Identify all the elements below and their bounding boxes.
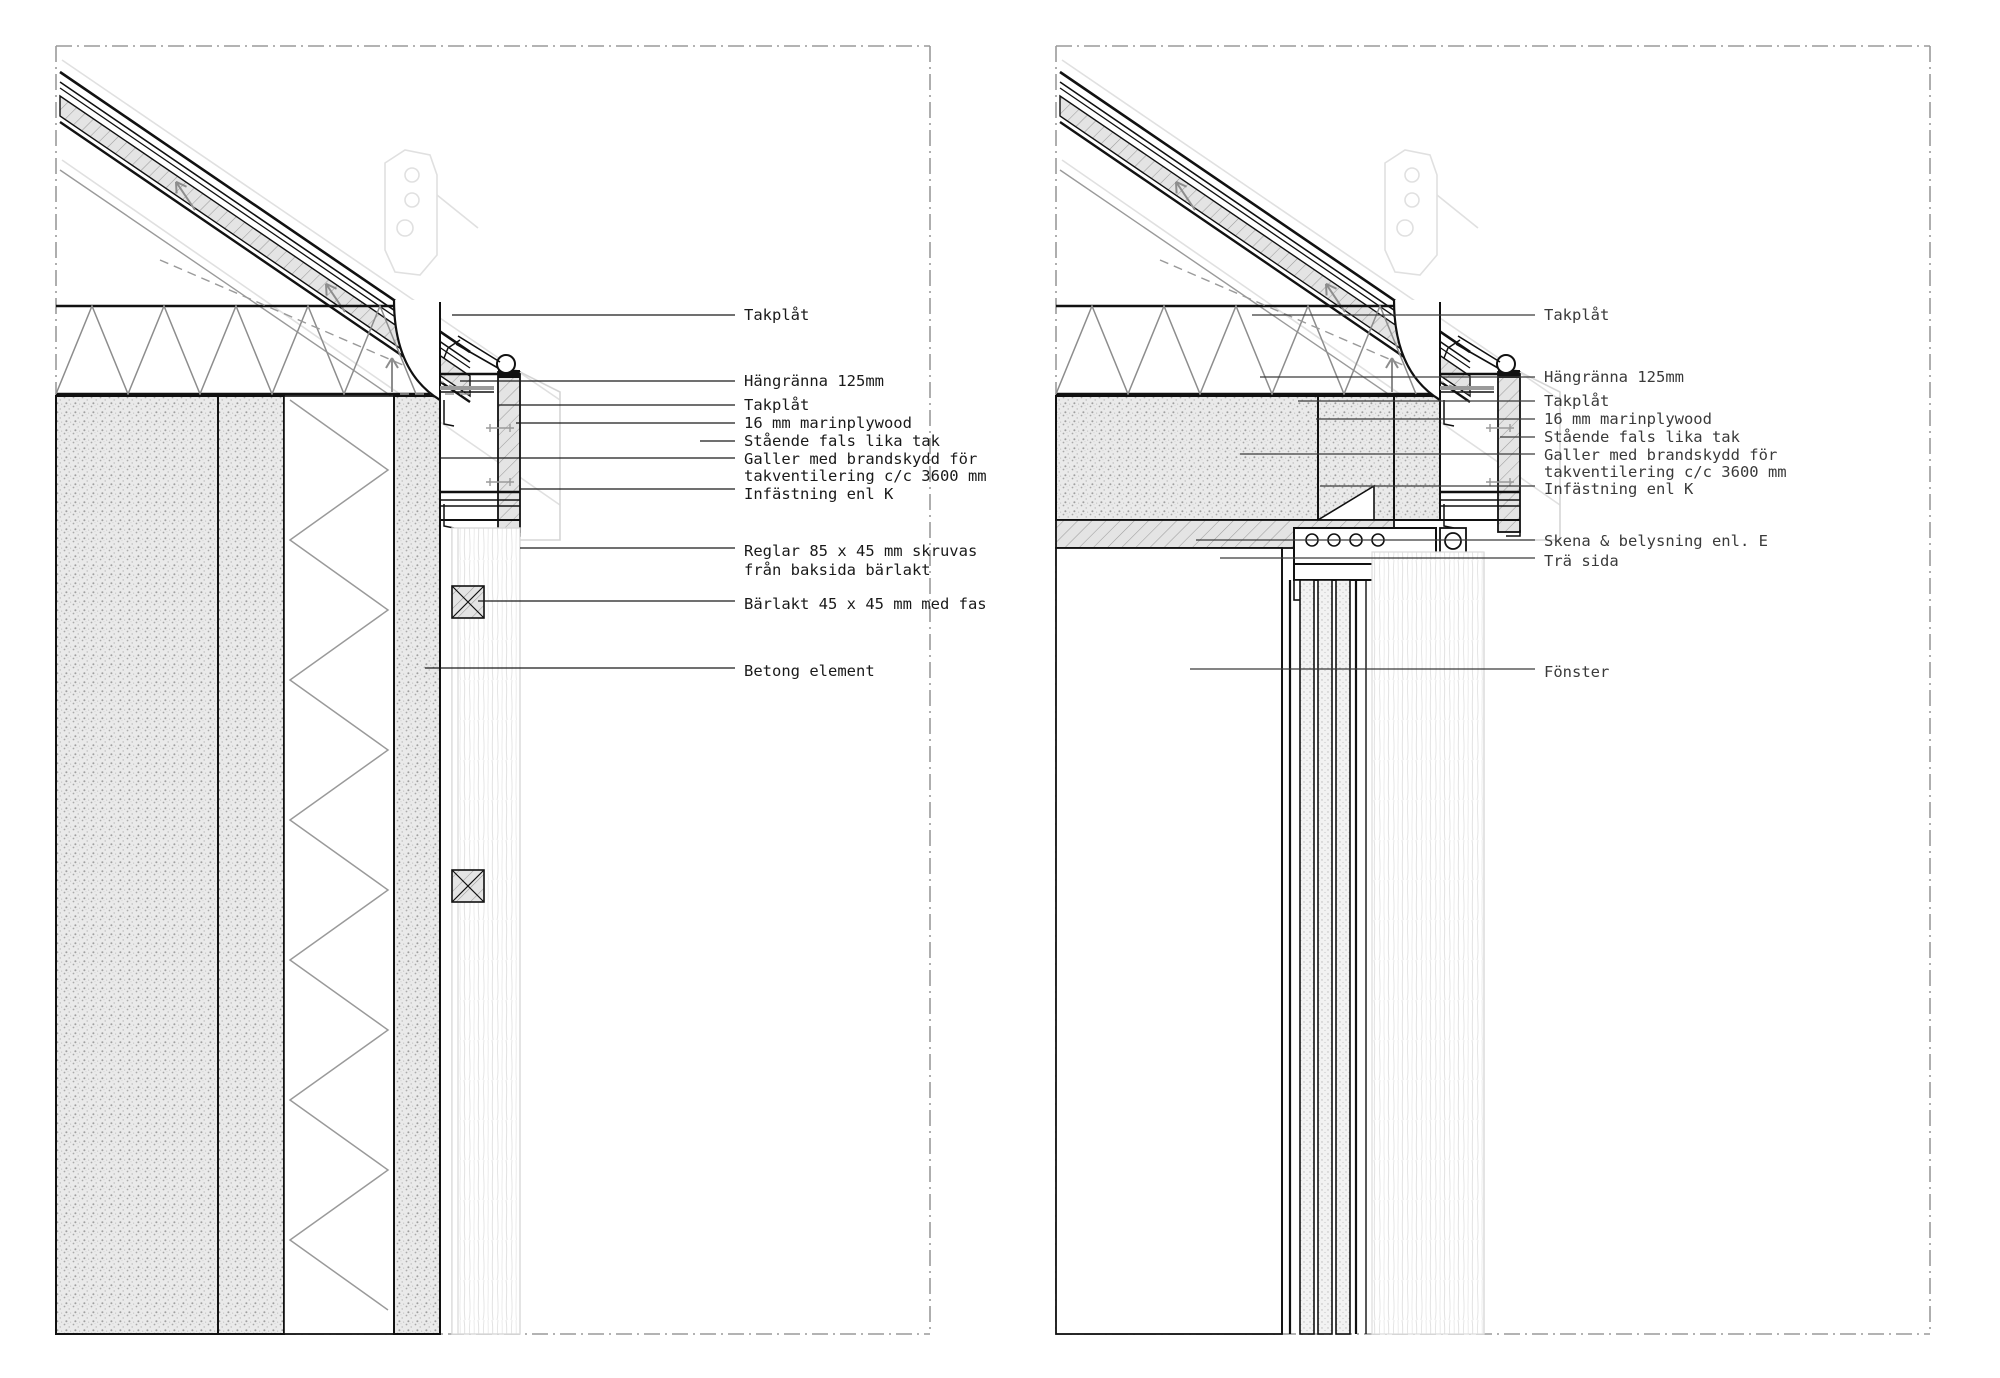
cladding-left bbox=[439, 527, 521, 1335]
label-galler-line2: takventilering c/c 3600 mm bbox=[744, 467, 987, 485]
panel-left bbox=[55, 45, 931, 1335]
eave-fascia-left bbox=[392, 299, 561, 541]
leader-lines-left bbox=[425, 314, 735, 669]
label-betong-element: Betong element bbox=[744, 662, 875, 680]
label-r-galler-line2: takventilering c/c 3600 mm bbox=[1544, 463, 1787, 481]
wall-below-right bbox=[1055, 547, 1283, 1335]
label-r-staende-fals: Stående fals lika tak bbox=[1544, 428, 1741, 446]
concrete-head-right bbox=[1055, 395, 1441, 549]
wood-cladding-right bbox=[1371, 551, 1485, 1335]
label-r-fonster: Fönster bbox=[1544, 663, 1609, 681]
label-r-skena: Skena & belysning enl. E bbox=[1544, 532, 1768, 550]
label-barlakt: Bärlakt 45 x 45 mm med fas bbox=[744, 595, 987, 613]
leader-lines-right bbox=[1190, 314, 1535, 670]
ghost-roof-right bbox=[1061, 59, 1561, 506]
ghost-roof-left bbox=[61, 59, 561, 506]
label-reglar-line1: Reglar 85 x 45 mm skruvas bbox=[744, 542, 977, 560]
ceiling-truss-right bbox=[1055, 259, 1471, 396]
panel-right bbox=[1055, 45, 1931, 1335]
labels-left: Takplåt Hängränna 125mm Takplåt 16 mm ma… bbox=[744, 306, 987, 680]
label-r-takplat-1: Takplåt bbox=[1544, 306, 1609, 324]
label-galler-line1: Galler med brandskydd för bbox=[744, 450, 977, 468]
label-marinplywood: 16 mm marinplywood bbox=[744, 414, 912, 432]
label-r-hangranna: Hängränna 125mm bbox=[1544, 368, 1684, 386]
label-r-galler-line1: Galler med brandskydd för bbox=[1544, 446, 1777, 464]
label-staende-fals: Stående fals lika tak bbox=[744, 432, 941, 450]
label-reglar-line2: från baksida bärlakt bbox=[744, 561, 931, 579]
concrete-wall-left bbox=[55, 395, 441, 1335]
label-r-infastning: Infästning enl K bbox=[1544, 480, 1694, 498]
labels-right: Takplåt Hängränna 125mm Takplåt 16 mm ma… bbox=[1544, 306, 1787, 681]
label-takplat-2: Takplåt bbox=[744, 396, 809, 414]
label-hangranna: Hängränna 125mm bbox=[744, 372, 884, 390]
label-takplat-1: Takplåt bbox=[744, 306, 809, 324]
label-r-marinplywood: 16 mm marinplywood bbox=[1544, 410, 1712, 428]
label-r-takplat-2: Takplåt bbox=[1544, 392, 1609, 410]
label-infastning: Infästning enl K bbox=[744, 485, 894, 503]
label-r-tra-sida: Trä sida bbox=[1544, 552, 1619, 570]
